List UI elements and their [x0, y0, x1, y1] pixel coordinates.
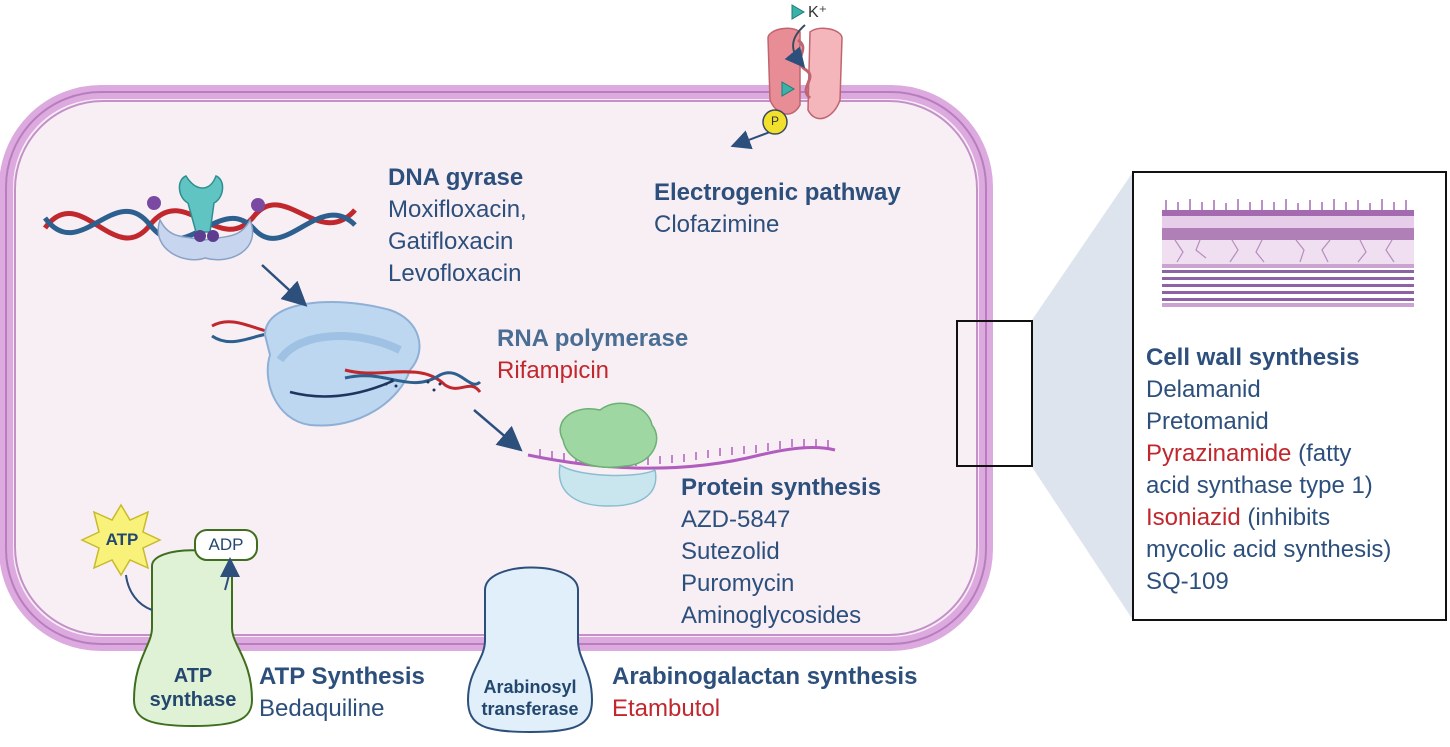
atp-synthase-label-line-1: ATP [173, 665, 213, 687]
arabinosyl-transferase-shape [466, 566, 594, 734]
label-atp-synthesis: ATP Synthesis Bedaquiline [259, 661, 425, 725]
potassium-channel [762, 4, 843, 135]
electrogenic-drug: Clofazimine [654, 211, 780, 238]
atp-burst [80, 503, 162, 577]
atp-synthesis-drug: Bedaquiline [259, 695, 385, 722]
dna-gyrase-drug-2: Gatifloxacin [388, 228, 514, 255]
rna-polymerase [211, 301, 482, 427]
rna-polymerase-title: RNA polymerase [497, 325, 689, 352]
cell-wall-line-pyrazinamide: Pyrazinamide (fatty [1146, 438, 1391, 470]
cell-wall-illustration [1162, 199, 1414, 307]
protein-synthesis-drug-1: AZD-5847 [681, 506, 791, 533]
label-cell-wall: Cell wall synthesis Delamanid Pretomanid… [1146, 342, 1391, 598]
cell-wall-drug-pyrazinamide: Pyrazinamide [1146, 440, 1292, 467]
atp-synthase-label: ATP synthase [138, 664, 248, 712]
cell-wall-title: Cell wall synthesis [1146, 344, 1360, 371]
cell-wall-isoniazid-note-2: mycolic acid synthesis) [1146, 536, 1392, 563]
atp-synthase-shape [80, 503, 258, 728]
cell-wall-line-isoniazid: Isoniazid (inhibits [1146, 502, 1391, 534]
protein-synthesis-title: Protein synthesis [681, 474, 882, 501]
dna-gyrase-drug-3: Levofloxacin [388, 260, 522, 287]
protein-synthesis-drug-3: Puromycin [681, 570, 795, 597]
arabinosyl-transferase-label: Arabinosyl transferase [468, 676, 592, 720]
label-dna-gyrase: DNA gyrase Moxifloxacin, Gatifloxacin Le… [388, 162, 527, 290]
protein-synthesis-drug-2: Sutezolid [681, 538, 780, 565]
dna-gyrase-drug-1: Moxifloxacin, [388, 196, 527, 223]
ribosome [527, 402, 836, 507]
label-arabinogalactan: Arabinogalactan synthesis Etambutol [612, 661, 917, 725]
arabinosyl-label-line-1: Arabinosyl [483, 677, 577, 697]
zoom-projection [1032, 172, 1133, 620]
arabinogalactan-drug: Etambutol [612, 695, 721, 722]
cell-wall-pyrazinamide-note: (fatty [1291, 440, 1352, 467]
dna-gyrase-complex [42, 175, 357, 261]
potassium-label: K⁺ [808, 4, 828, 21]
protein-synthesis-drug-4: Aminoglycosides [681, 602, 862, 629]
dna-gyrase-title: DNA gyrase [388, 164, 524, 191]
cell-wall-isoniazid-note: (inhibits [1240, 504, 1331, 531]
arabinogalactan-title: Arabinogalactan synthesis [612, 663, 918, 690]
zoom-source-box [956, 320, 1033, 467]
adp-label: ADP [208, 535, 244, 554]
label-rna-polymerase: RNA polymerase Rifampicin [497, 323, 688, 387]
atp-synthesis-title: ATP Synthesis [259, 663, 425, 690]
label-protein-synthesis: Protein synthesis AZD-5847 Sutezolid Pur… [681, 472, 881, 632]
cell-wall-drug-sq109: SQ-109 [1146, 568, 1229, 595]
process-arrows [261, 130, 771, 452]
cell-wall-drug-pretomanid: Pretomanid [1146, 408, 1269, 435]
atp-label: ATP [105, 530, 139, 549]
phosphate-label: P [770, 114, 779, 128]
arabinosyl-label-line-2: transferase [481, 699, 579, 719]
cell-wall-drug-delamanid: Delamanid [1146, 376, 1261, 403]
electrogenic-title: Electrogenic pathway [654, 179, 901, 206]
label-electrogenic: Electrogenic pathway Clofazimine [654, 177, 901, 241]
rna-polymerase-drug: Rifampicin [497, 357, 610, 384]
phosphate-icon [762, 109, 788, 135]
cell-wall-pyrazinamide-note-2: acid synthase type 1) [1146, 472, 1373, 499]
cell-wall-drug-isoniazid: Isoniazid [1146, 504, 1241, 531]
atp-synthase-label-line-2: synthase [149, 689, 237, 711]
